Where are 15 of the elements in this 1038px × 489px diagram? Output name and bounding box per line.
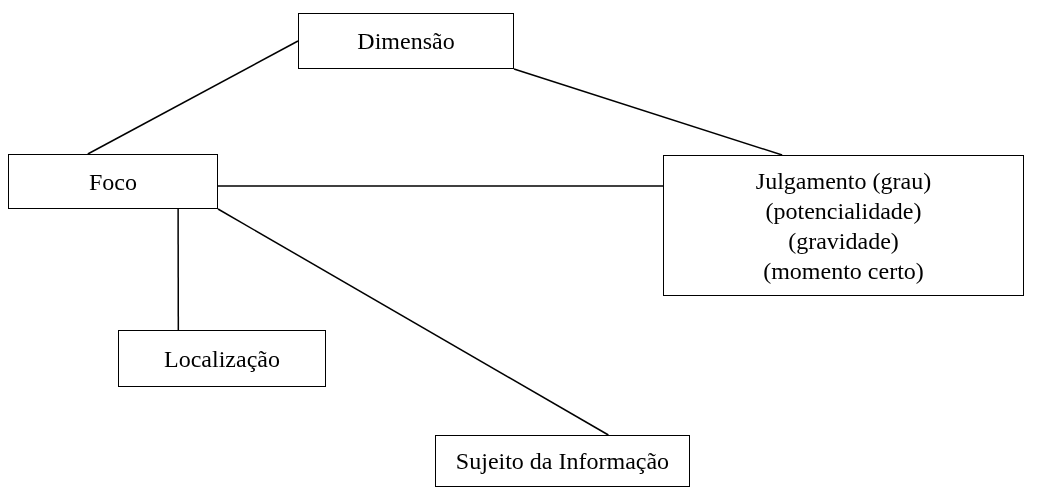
text-box <box>663 155 1024 296</box>
box-label: Julgamento (grau) (potencialidade) (gravidade) (momento certo) <box>754 166 933 286</box>
text-box <box>118 330 326 387</box>
box-label: Dimensão <box>357 27 455 56</box>
box-label: Foco <box>89 167 137 197</box>
box-label: Sujeito da Informação <box>455 447 670 476</box>
connector-line <box>177 208 180 331</box>
box-label: Localização <box>164 344 280 374</box>
text-box <box>298 13 514 69</box>
text-box <box>435 435 690 487</box>
connector-line <box>217 208 610 436</box>
text-box <box>8 154 218 209</box>
connector-line <box>217 185 664 187</box>
connector-line <box>87 40 299 155</box>
connector-line <box>513 68 783 156</box>
